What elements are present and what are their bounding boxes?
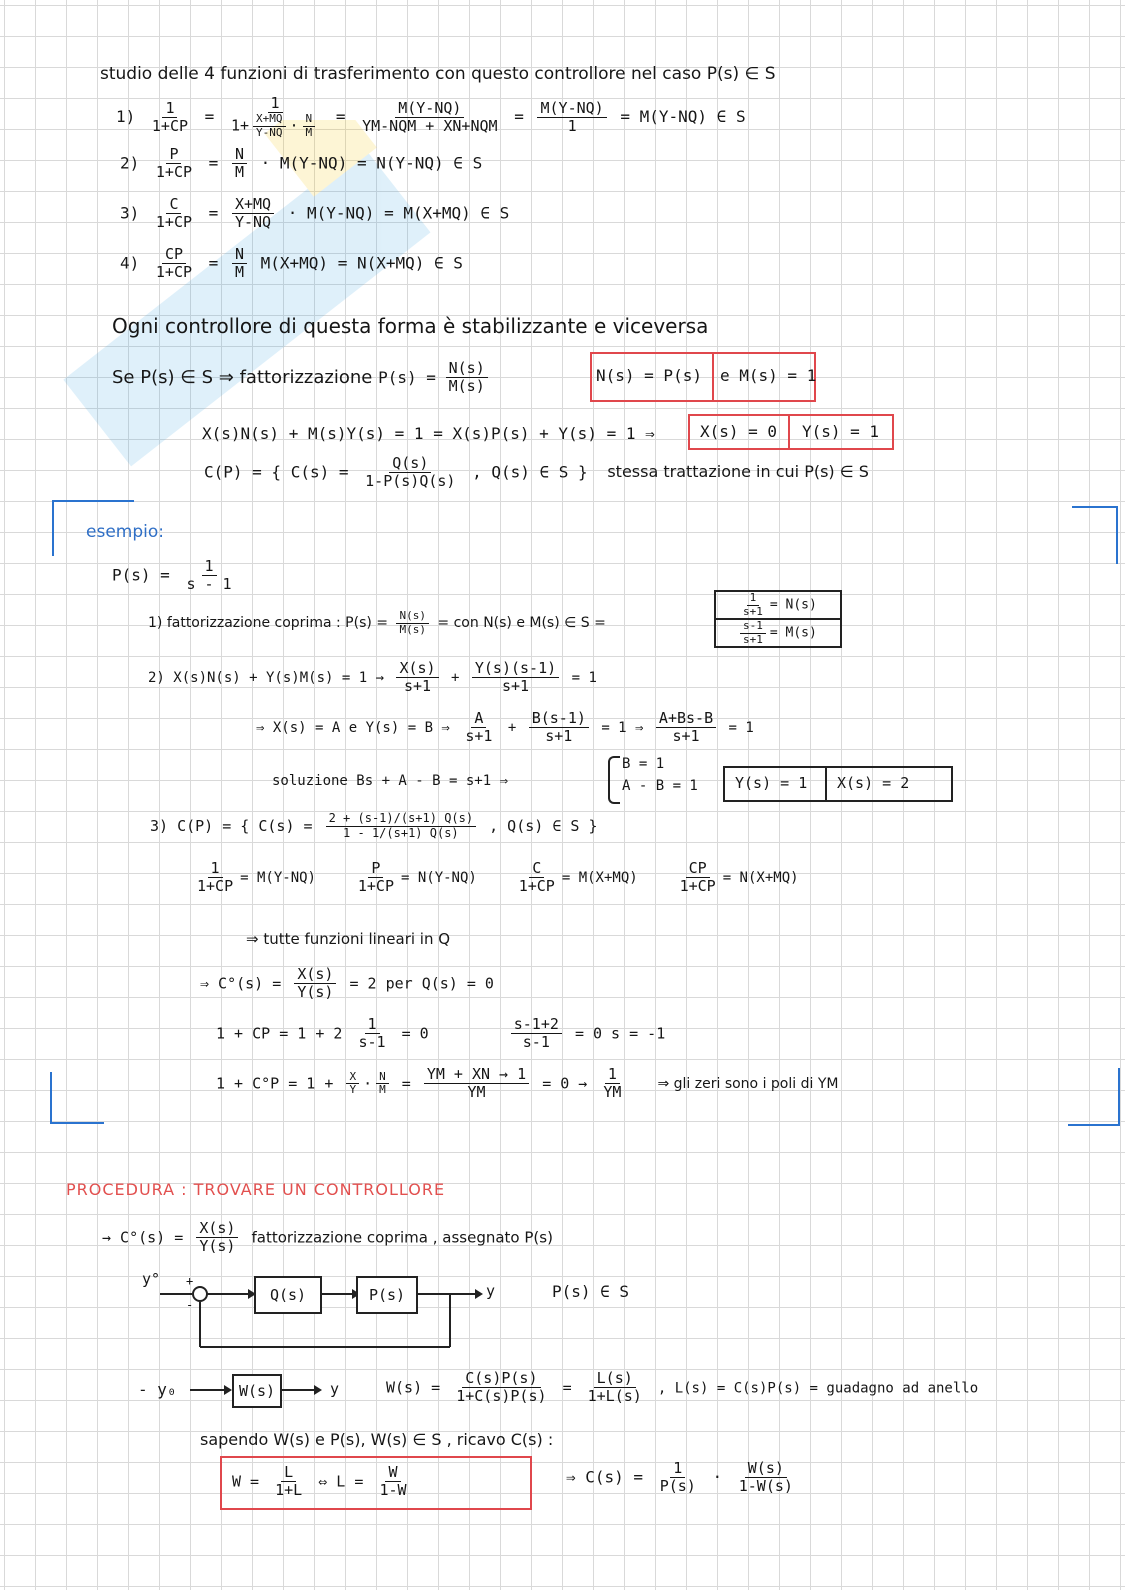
plus-sign: + <box>186 1274 194 1288</box>
frame-corner-br <box>1068 1068 1120 1126</box>
controller-set-example: 3) C(P) = { C(s) = 2 + (s-1)/(s+1) Q(s)1… <box>150 811 598 840</box>
linear-note: ⇒ tutte funzioni lineari in Q <box>246 930 451 948</box>
factors-box: N(s) = P(s) e M(s) = 1 <box>590 352 816 402</box>
procedure-step: → C°(s) = X(s)Y(s) fattorizzazione copri… <box>102 1219 553 1256</box>
frame-corner-tl <box>52 500 134 556</box>
solution-line: soluzione Bs + A - B = s+1 ⇒ <box>272 773 509 789</box>
coprime-factorization: 1) fattorizzazione coprima : P(s) = N(s)… <box>148 609 606 636</box>
procedure-heading: PROCEDURA : TROVARE UN CONTROLLORE <box>66 1180 446 1199</box>
central-controller: ⇒ C°(s) = X(s)Y(s) = 2 per Q(s) = 0 <box>200 965 494 1002</box>
w-input: - y₀ <box>138 1380 177 1399</box>
minus-sign: - <box>186 1298 194 1312</box>
item-number: 1) <box>116 106 136 126</box>
frame-corner-tr <box>1072 506 1118 564</box>
w-output: y <box>330 1380 340 1398</box>
frame-corner-bl <box>50 1072 104 1124</box>
system-eq-2: A - B = 1 <box>622 778 698 794</box>
plant-stable-note: P(s) ∈ S <box>552 1282 630 1301</box>
example-label: esempio: <box>86 522 164 542</box>
xy-solution-box: X(s) = 0 Y(s) = 1 <box>688 414 894 450</box>
xy-example-box: Y(s) = 1 X(s) = 2 <box>723 766 953 802</box>
factorization-line: Se P(s) ∈ S ⇒ fattorizzazione P(s) = N(s… <box>112 359 492 396</box>
block-q: Q(s) <box>254 1276 322 1314</box>
system-eq-1: B = 1 <box>622 756 665 772</box>
system-brace <box>608 756 620 804</box>
feedback-diagram <box>160 1286 483 1348</box>
block-p: P(s) <box>356 1276 418 1314</box>
output-y: y <box>486 1282 496 1300</box>
closed-loop-w: W(s) = C(s)P(s)1+C(s)P(s) = L(s)1+L(s) ,… <box>386 1369 979 1406</box>
bezout-line: X(s)N(s) + M(s)Y(s) = 1 = X(s)P(s) + Y(s… <box>202 424 655 443</box>
knowing-w-p: sapendo W(s) e P(s), W(s) ∈ S , ricavo C… <box>200 1430 554 1449</box>
statement-stabilizing: Ogni controllore di questa forma è stabi… <box>112 314 709 338</box>
block-w: W(s) <box>232 1374 282 1408</box>
bezout-example: 2) X(s)N(s) + Y(s)M(s) = 1 → X(s)s+1 + Y… <box>148 659 597 696</box>
controller-set: C(P) = { C(s) = Q(s)1-P(s)Q(s) , Q(s) ∈ … <box>204 454 869 491</box>
intro-text: studio delle 4 funzioni di trasferimento… <box>100 64 776 84</box>
reference-input: y° <box>142 1270 161 1288</box>
w-diagram <box>190 1385 322 1395</box>
